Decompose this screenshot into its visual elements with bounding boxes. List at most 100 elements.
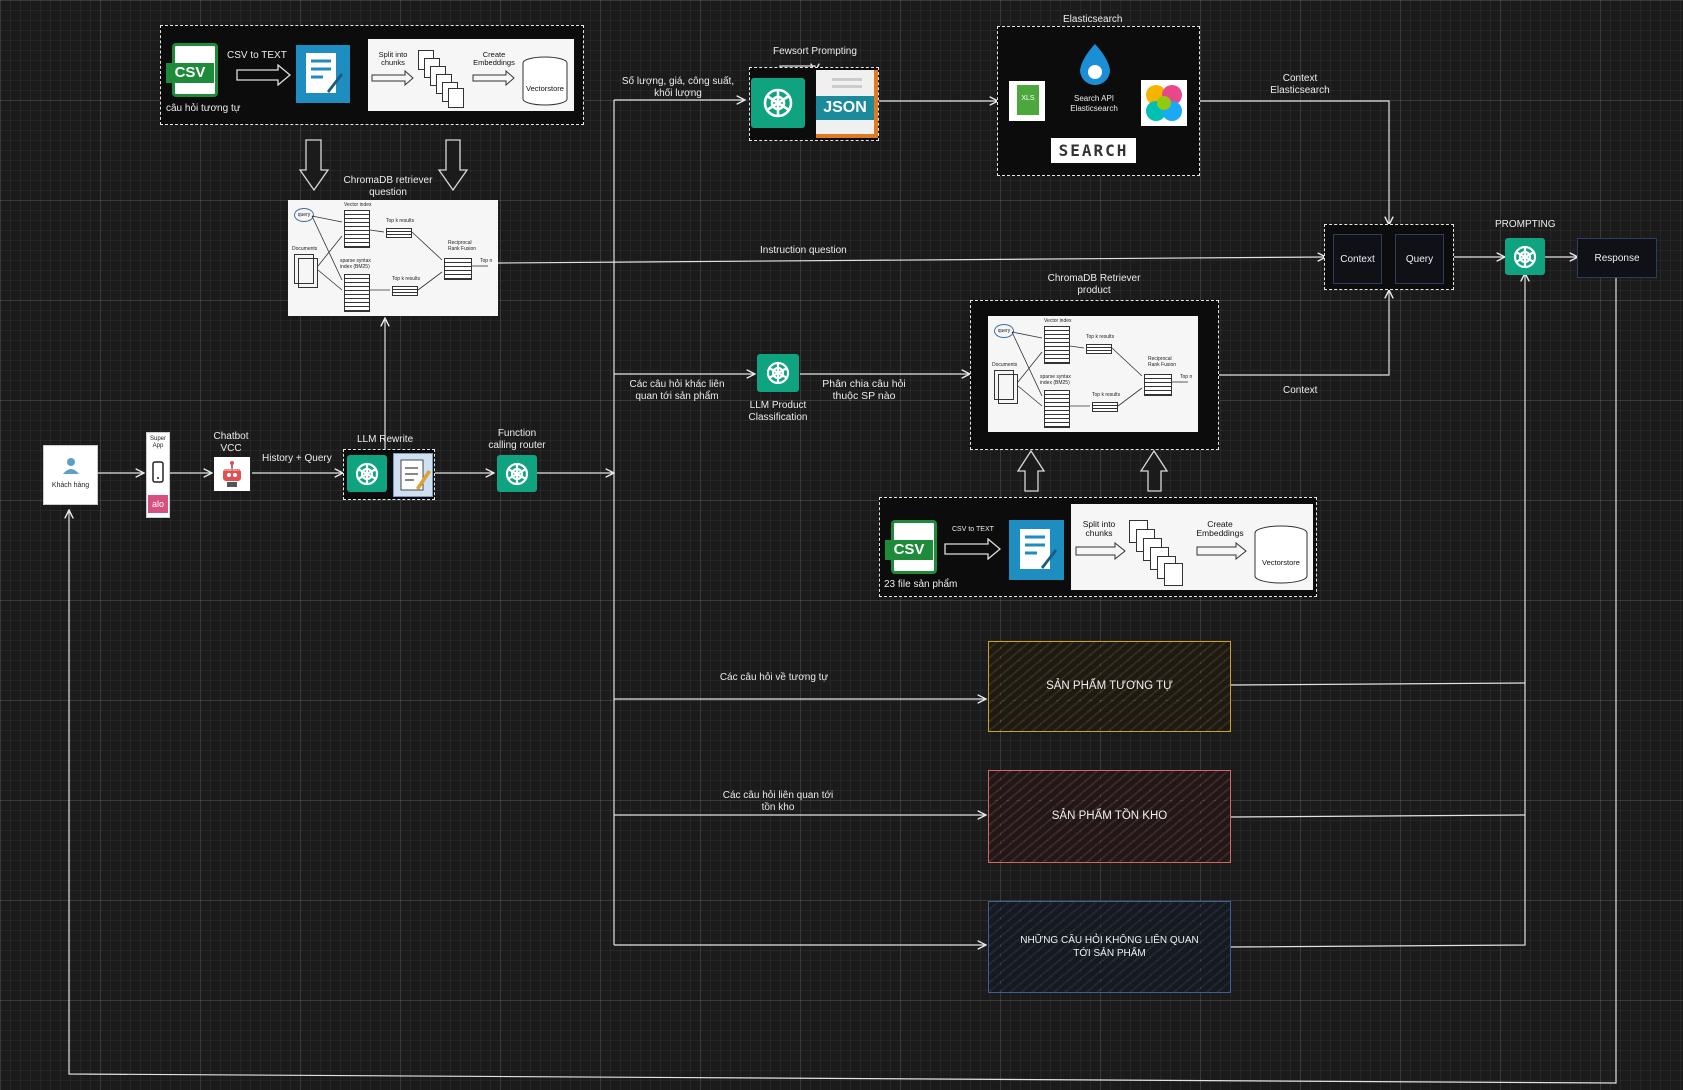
rp-documents-stack	[994, 370, 1014, 400]
arrow-instruction-question	[497, 257, 1326, 264]
zalo-icon: alo	[148, 495, 168, 513]
rq-rrf	[444, 258, 472, 280]
rp-topk-label-2: Top k results	[1092, 392, 1121, 398]
rq-sparse-index	[344, 274, 370, 312]
rq-rrf-label: Reciprocal Rank Fusion	[448, 240, 477, 252]
arrow-elastic-context	[1198, 100, 1389, 225]
drupal-icon	[1080, 44, 1110, 85]
top-store-label: Vectorstore	[526, 84, 564, 93]
rp-topk-1	[1086, 344, 1112, 354]
bottom-csv-to-text-label: CSV to TEXT	[952, 526, 994, 533]
stock-products-label: SẢN PHẨM TỒN KHO	[1051, 810, 1168, 822]
fewshot-chatgpt-icon	[751, 78, 805, 128]
rp-sparse-index	[1044, 390, 1070, 428]
text-document-icon	[296, 45, 350, 103]
xls-file-icon: XLS	[1009, 81, 1045, 121]
retriever-product-diagram: query Documents Vector index sparse synt…	[988, 316, 1198, 432]
rq-documents-label: Documents	[292, 246, 318, 252]
search-logo-text: SEARCH	[1058, 141, 1129, 160]
super-app-card[interactable]: Super App alo	[146, 432, 170, 518]
prompting-label: PROMPTING	[1495, 219, 1556, 230]
robot-icon	[223, 461, 241, 487]
llm-rewrite-label: LLM Rewrite	[357, 434, 414, 445]
similar-products-box[interactable]: SẢN PHẨM TƯƠNG TỰ	[988, 641, 1231, 732]
similar-products-label: SẢN PHẨM TƯƠNG TỰ	[1046, 680, 1173, 692]
rp-rrf	[1144, 374, 1172, 396]
up-arrow-left	[1016, 449, 1046, 492]
retriever-product-title: ChromaDB Retriever product	[1047, 273, 1141, 296]
history-query-label: History + Query	[262, 453, 332, 464]
bottom-arrow-split-icon	[1075, 542, 1126, 560]
customer-card[interactable]: Khách hàng	[43, 445, 98, 505]
rp-topn-label: Top n	[1180, 374, 1193, 380]
rp-documents-stack-2	[998, 374, 1018, 404]
customer-label: Khách hàng	[51, 482, 90, 489]
bottom-ingest-caption: 23 file sản phẩm	[884, 579, 958, 590]
double-right-arrow-icon	[236, 64, 292, 86]
stock-products-box[interactable]: SẢN PHẨM TỒN KHO	[988, 770, 1231, 863]
bottom-store-label: Vectorstore	[1262, 558, 1300, 567]
rp-topk-label-1: Top k results	[1086, 334, 1115, 340]
arrow-split-icon	[371, 70, 414, 86]
response-box[interactable]: Response	[1577, 238, 1657, 278]
super-app-label: Super App	[149, 436, 166, 449]
csv-file-icon: CSV	[166, 43, 221, 98]
json-label: JSON	[816, 96, 874, 120]
similar-question-label: Các câu hỏi về tương tự	[719, 672, 829, 683]
rq-internal-arrows	[311, 215, 488, 291]
top-embed-label: Create Embeddings	[473, 50, 515, 67]
bottom-embed-label: Create Embeddings	[1196, 519, 1244, 538]
llm-classification-label: LLM Product Classification	[748, 400, 808, 423]
clipboard-edit-icon	[393, 453, 433, 497]
bottom-arrow-embed-icon	[1196, 542, 1247, 560]
unrelated-questions-box[interactable]: NHỮNG CÂU HỎI KHÔNG LIÊN QUAN TỚI SẢN PH…	[988, 901, 1231, 993]
function-router-label: Function calling router	[488, 428, 546, 451]
chatbot-card[interactable]: CHATBOT	[214, 457, 250, 491]
fewshot-label: Fewsort Prompting	[773, 46, 857, 57]
bottom-csv-label: CSV	[885, 540, 933, 560]
bottom-text-document-icon	[1009, 520, 1064, 580]
rp-sparse-label: sparse syntax index (BM25)	[1040, 374, 1071, 386]
rp-internal-arrows	[1011, 331, 1188, 407]
rp-vector-index	[1044, 326, 1070, 364]
instruction-question-label: Instruction question	[760, 245, 847, 256]
rq-documents-stack-2	[298, 258, 318, 288]
rq-topn-label: Top n	[480, 258, 493, 264]
xls-label: XLS	[1021, 95, 1035, 102]
json-file-icon: JSON	[816, 70, 878, 138]
elasticsearch-title: Elasticsearch	[1063, 14, 1123, 25]
rp-documents-label: Documents	[992, 362, 1018, 368]
arrow-embed-icon	[472, 70, 515, 86]
bottom-double-right-arrow-icon	[944, 538, 1002, 560]
chatbot-badge: CHATBOT	[222, 467, 242, 472]
rq-topk-label-2: Top k results	[392, 276, 421, 282]
stock-question-label: Các câu hỏi liên quan tới tồn kho	[722, 790, 834, 813]
chatgpt-icon	[347, 455, 387, 492]
retriever-question-title: ChromaDB retriever question	[343, 175, 433, 198]
line-unrelated-prompt	[1229, 273, 1525, 948]
rq-sparse-label: sparse syntax index (BM25)	[340, 258, 371, 270]
arrow-retriever-context	[1218, 290, 1389, 376]
search-api-label: Search API Elasticsearch	[1070, 94, 1118, 113]
rp-rrf-label: Reciprocal Rank Fusion	[1148, 356, 1177, 368]
other-questions-label: Các câu hỏi khác liên quan tới sản phẩm	[629, 379, 725, 402]
prompting-chatgpt-icon[interactable]	[1505, 238, 1545, 275]
rp-vector-label: Vector index	[1044, 318, 1072, 324]
top-split-label: Split into chunks	[378, 50, 408, 67]
smartphone-icon	[152, 461, 164, 483]
router-chatgpt-icon[interactable]	[497, 455, 537, 492]
classification-chatgpt-icon[interactable]	[757, 354, 799, 392]
context-label: Context	[1283, 385, 1318, 396]
rp-query-node: query	[994, 324, 1014, 338]
rq-topk-label-1: Top k results	[386, 218, 415, 224]
chatbot-label: Chatbot VCC	[213, 431, 249, 454]
up-arrow-right	[1139, 449, 1169, 492]
top-ingest-caption: câu hỏi tương tự	[166, 103, 241, 114]
bottom-chunk-icon-6	[1164, 563, 1183, 586]
down-arrow-left	[298, 139, 330, 192]
line-stock-prompt	[1229, 814, 1526, 818]
line-similar-prompt	[1229, 682, 1526, 686]
context-elastic-label: Context Elasticsearch	[1270, 73, 1330, 96]
database-cylinder-icon	[522, 56, 568, 106]
